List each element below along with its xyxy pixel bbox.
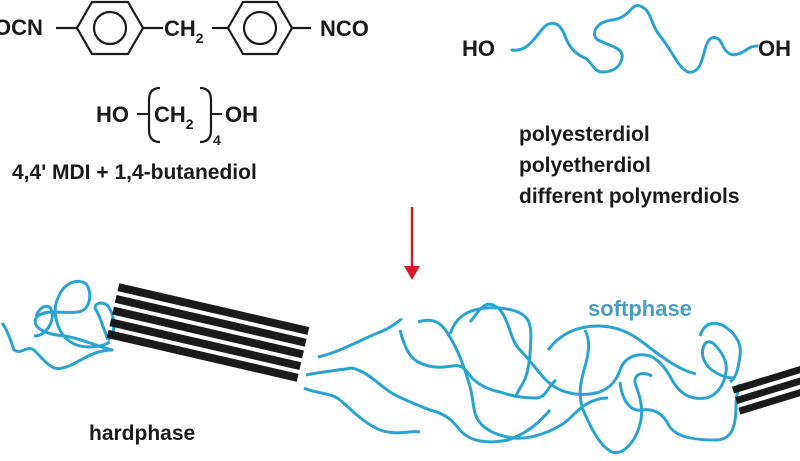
mdi-bridge: CH2 (164, 16, 204, 46)
polyol-types-list: polyesterdiol polyetherdiol different po… (519, 123, 740, 208)
butanediol-right: OH (225, 102, 258, 127)
polyol-type: different polymerdiols (519, 185, 740, 208)
polyol-molecule: HO OH (462, 3, 791, 74)
hard-segment-caption: 4,4' MDI + 1,4-butanediol (12, 161, 257, 184)
butanediol-left: HO (96, 102, 129, 127)
soft-segment-chain-left (0, 279, 114, 371)
benzene-ring-icon (75, 0, 145, 56)
polyol-left: HO (462, 36, 495, 61)
mdi-left-group: OCN (0, 15, 43, 40)
down-arrow-icon (404, 207, 420, 280)
butanediol-repeat: 4 (213, 132, 221, 148)
polyol-chain (510, 3, 759, 74)
benzene-ring-icon (226, 0, 294, 56)
polyol-type: polyesterdiol (519, 123, 650, 146)
hard-segment-block (106, 283, 310, 382)
softphase-label: softphase (588, 296, 692, 321)
right-bracket (199, 86, 213, 144)
left-bracket (147, 86, 161, 144)
hardphase-label: hardphase (89, 422, 195, 445)
polyol-right: OH (758, 36, 791, 61)
hard-segment-block (731, 363, 800, 415)
polyol-type: polyetherdiol (519, 154, 651, 177)
soft-segment-chain-center (303, 302, 742, 455)
butanediol-molecule: HO CH2 4 OH (96, 86, 258, 148)
butanediol-unit: CH2 (154, 102, 194, 132)
mdi-molecule: OCN CH2 NCO (0, 0, 369, 56)
mdi-right-group: NCO (320, 16, 369, 41)
